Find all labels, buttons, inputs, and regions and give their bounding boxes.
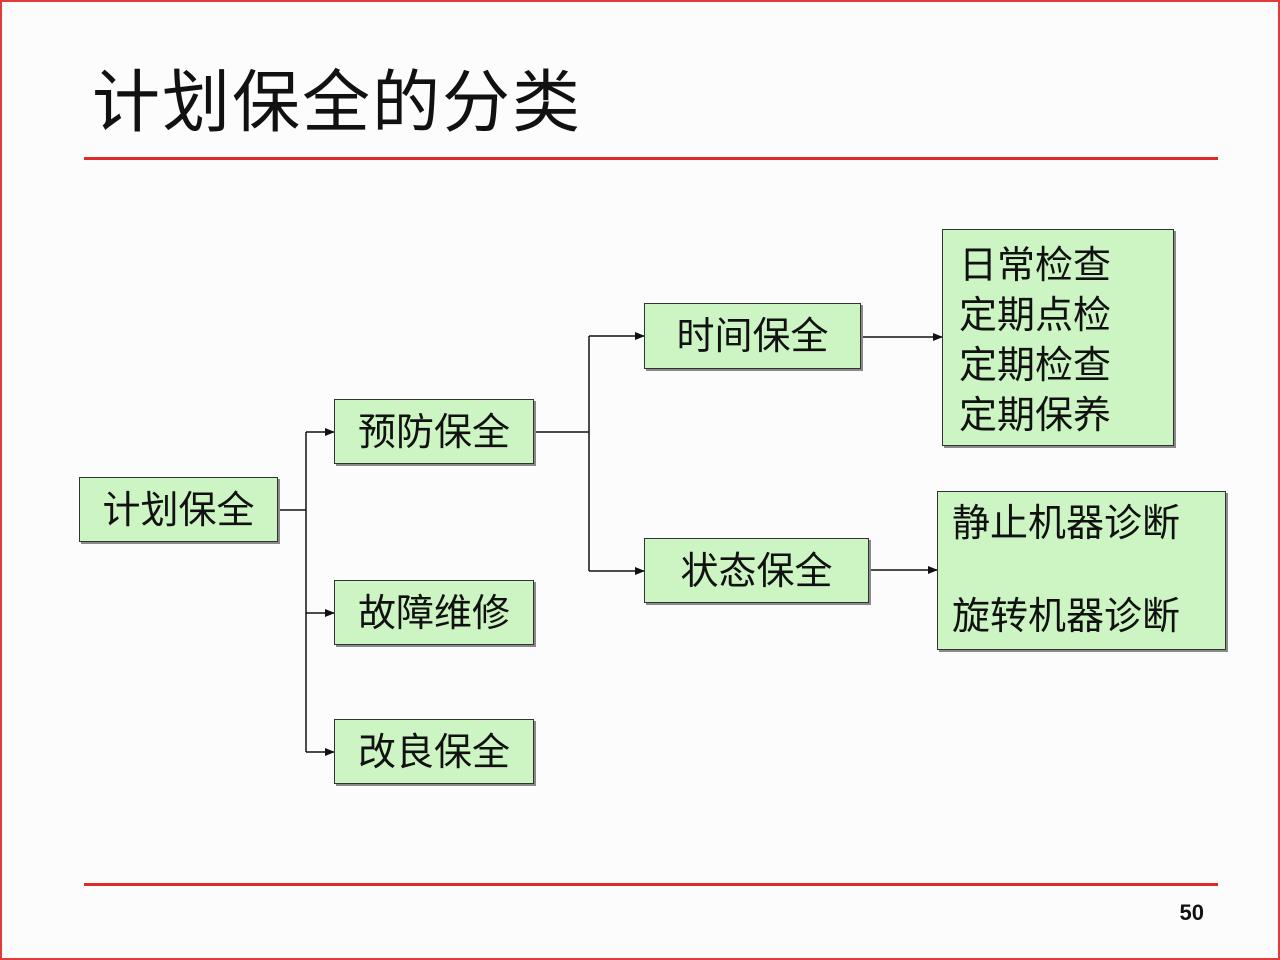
footer-rule: [84, 883, 1218, 886]
time-maintenance-list: 日常检查 定期点检 定期检查 定期保养: [942, 229, 1174, 446]
node-improvement-maintenance: 改良保全: [334, 719, 534, 784]
node-label: 改良保全: [357, 729, 510, 774]
title-underline: [84, 157, 1218, 160]
node-condition-based-maintenance: 状态保全: [644, 538, 869, 603]
node-label: 状态保全: [680, 548, 833, 593]
list-item: 日常检查: [959, 243, 1112, 287]
page-number: 50: [1179, 900, 1204, 925]
list-item: 定期点检: [959, 293, 1112, 337]
node-preventive-maintenance: 预防保全: [334, 399, 534, 464]
list-item: 静止机器诊断: [952, 501, 1181, 545]
node-label: 时间保全: [676, 314, 829, 358]
condition-maintenance-list: 静止机器诊断 旋转机器诊断: [937, 491, 1226, 650]
slide-title: 计划保全的分类: [92, 64, 583, 143]
node-label: 预防保全: [357, 409, 510, 454]
node-time-based-maintenance: 时间保全: [644, 303, 861, 369]
node-label: 计划保全: [102, 487, 255, 532]
list-item: 旋转机器诊断: [952, 594, 1181, 638]
node-breakdown-maintenance: 故障维修: [334, 580, 534, 645]
list-item: 定期检查: [959, 343, 1112, 387]
node-planned-maintenance: 计划保全: [79, 477, 278, 542]
list-item: 定期保养: [959, 393, 1112, 437]
node-label: 故障维修: [357, 590, 510, 635]
